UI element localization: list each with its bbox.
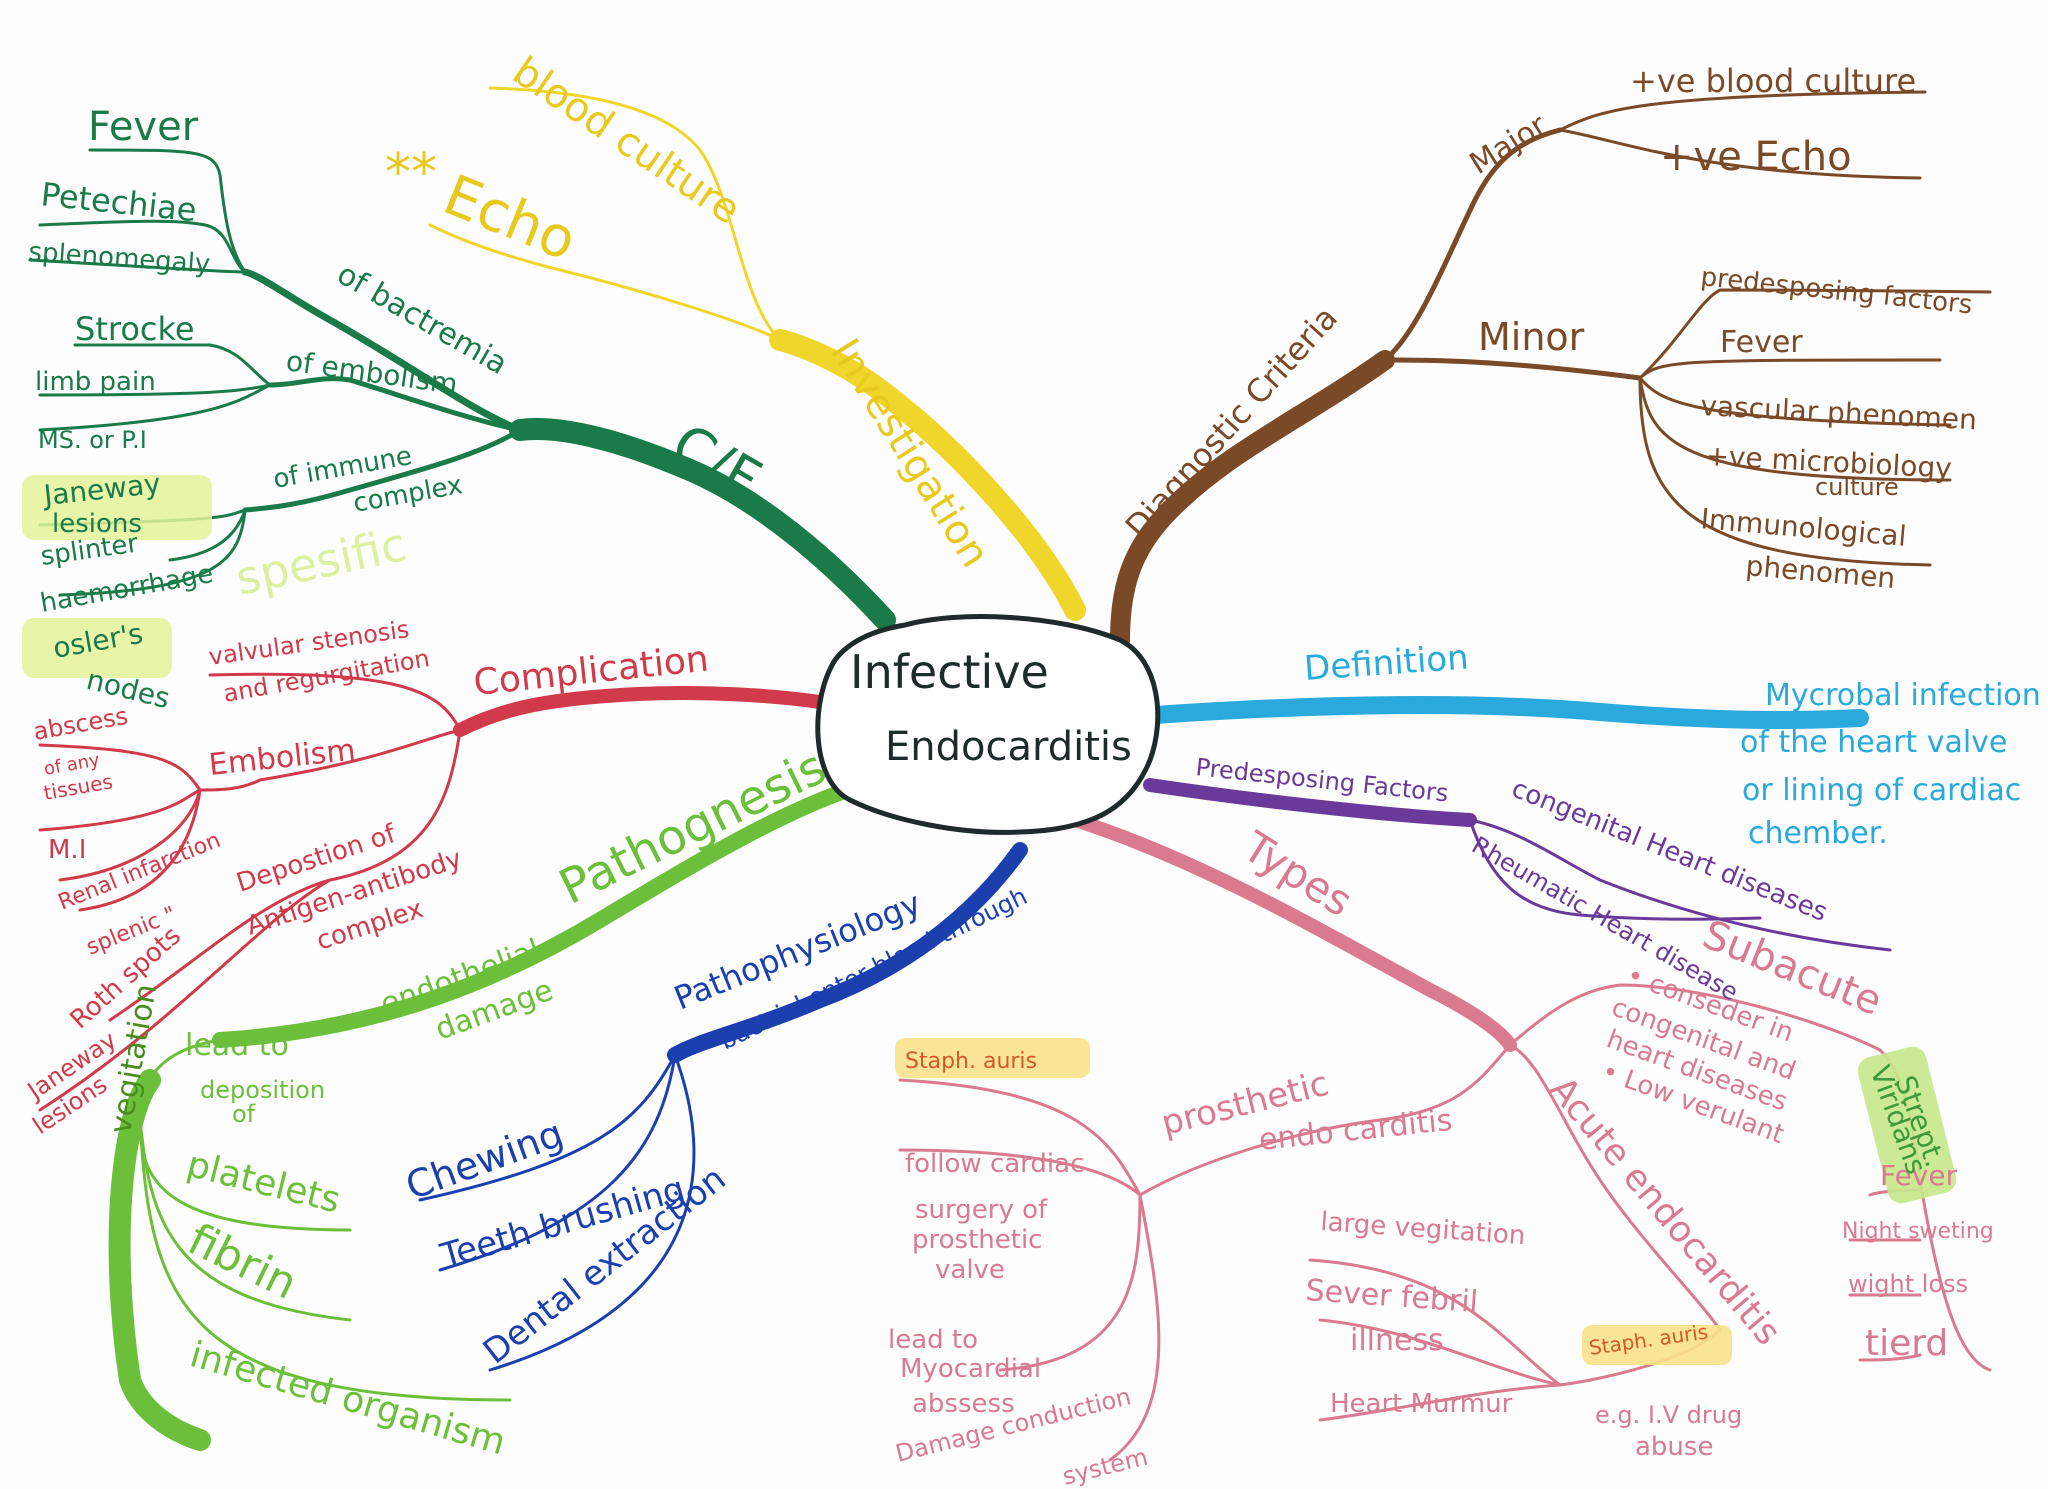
types-sub-symptom: Night sweting: [1842, 1219, 1994, 1244]
diagnostic-title: Diagnostic Criteria: [1118, 299, 1345, 545]
types-pros-item: valve: [935, 1255, 1005, 1285]
pathogenesis-item: platelets: [183, 1144, 344, 1222]
definition-line: Mycrobal infection: [1765, 678, 2041, 713]
predisposing-branch-lines: [1143, 778, 1892, 952]
types-pros-item: follow cardiac: [905, 1149, 1084, 1179]
center-title-line2: Endocarditis: [885, 724, 1132, 770]
types-sub-symptom: wight loss: [1848, 1270, 1968, 1298]
definition-branch-lines: [1146, 695, 1869, 729]
types-sub-symptom: tierd: [1865, 1323, 1948, 1364]
pathogenesis-branch-lines: [108, 772, 888, 1451]
center-title-line1: Infective: [850, 645, 1049, 699]
cf-specific-label: spesific: [231, 517, 411, 606]
strept-highlight: [1857, 1046, 1957, 1204]
cf-embolism: of embolism: [284, 344, 460, 401]
diagnostic-minor: Minor: [1478, 315, 1585, 359]
pathophysiology-branch-lines: [418, 842, 1028, 1372]
investigation-stars: **: [385, 143, 437, 203]
investigation-branch-lines: [428, 86, 1086, 621]
janeway-highlight: [22, 475, 212, 540]
types-abuse: abuse: [1635, 1432, 1713, 1462]
center-node: [815, 614, 1161, 835]
complication-embolism: Embolism: [207, 733, 357, 783]
cf-splenomegaly: splenomegaly: [28, 237, 212, 280]
cf-limb-pain: limb pain: [35, 367, 156, 397]
types-acute-item: Heart Murmur: [1330, 1389, 1513, 1419]
diagnostic-minor-item: Fever: [1720, 325, 1803, 360]
cf-petechiae: Petechiae: [39, 175, 198, 229]
types-branch-lines: [898, 813, 1992, 1462]
definition-line: or lining of cardiac: [1742, 773, 2021, 808]
cf-fever: Fever: [88, 104, 199, 150]
complication-branch-lines: [38, 672, 847, 1112]
staph-prosthetic-highlight: [895, 1038, 1090, 1078]
pathogenesis-deposition: deposition: [200, 1076, 325, 1104]
diagnostic-minor-item: Immunological: [1699, 502, 1907, 553]
diagnostic-minor-item: vascular phenomen: [1700, 389, 1978, 436]
pathophysiology-item: Chewing: [400, 1111, 569, 1208]
definition-title: Definition: [1303, 638, 1470, 689]
diagnostic-minor-item: predesposing factors: [1699, 262, 1973, 320]
pathogenesis-of: of: [232, 1100, 256, 1128]
investigation-title: Investigation: [822, 331, 999, 576]
diagnostic-minor-item: culture: [1815, 473, 1899, 501]
types-pros-item: surgery of: [915, 1195, 1048, 1225]
types-iv: e.g. I.V drug: [1595, 1401, 1742, 1429]
complication-abscess: abscess: [31, 702, 130, 746]
types-staph-prosthetic: Staph. auris: [905, 1049, 1037, 1074]
cf-stroke: Strocke: [75, 310, 195, 348]
diagnostic-major-item: +ve blood culture: [1630, 62, 1916, 100]
cf-janeway-lesions: lesions: [52, 509, 142, 539]
definition-line: chember.: [1748, 816, 1888, 851]
types-pros-item: Myocardial: [900, 1354, 1041, 1384]
types-acute-item: Sever febril: [1304, 1273, 1479, 1320]
complication-mi: M.I: [48, 835, 86, 865]
types-pros-item: prosthetic: [912, 1225, 1042, 1255]
diagnostic-major: Major: [1464, 108, 1554, 182]
osler-highlight: [22, 618, 172, 678]
diagnostic-branch-lines: [1110, 90, 1992, 650]
staph-acute-highlight: [1582, 1325, 1732, 1365]
pathogenesis-title: Pathognesis: [551, 739, 835, 916]
diagnostic-minor-item: phenomen: [1744, 549, 1896, 595]
diagnostic-major-item: +ve Echo: [1660, 134, 1852, 180]
types-pros-item: abssess: [912, 1389, 1015, 1419]
types-pros-item: lead to: [888, 1325, 978, 1355]
highlights: [22, 475, 1957, 1365]
types-acute-item: illness: [1350, 1323, 1444, 1358]
types-sub-symptom: Fever: [1880, 1159, 1958, 1192]
pathogenesis-lead: lead to: [185, 1028, 289, 1063]
definition-line: of the heart valve: [1740, 725, 2007, 760]
types-acute-item: large vegitation: [1320, 1207, 1527, 1251]
cf-ms: MS. or P.I: [38, 426, 147, 454]
types-pros-item: system: [1060, 1443, 1151, 1489]
